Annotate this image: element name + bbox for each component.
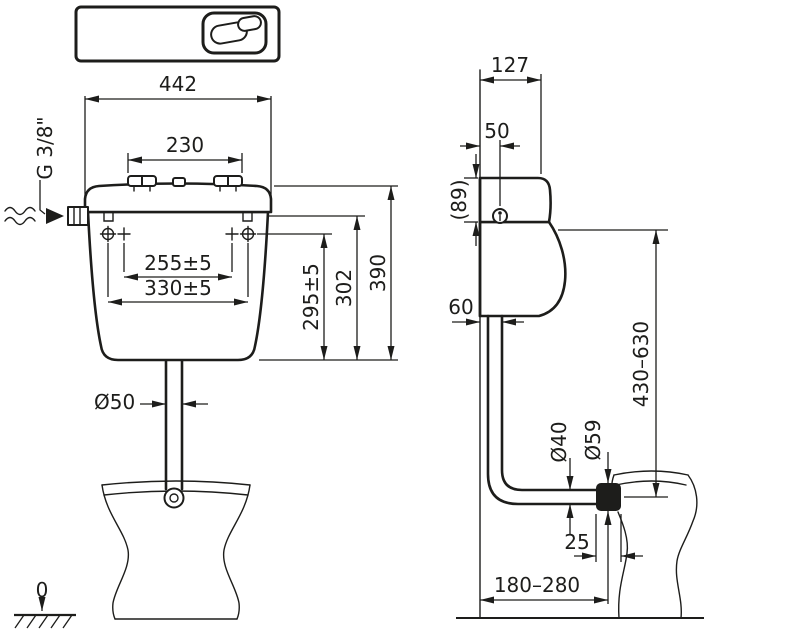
inlet-fitting: [67, 206, 89, 226]
flush-pipe-side: [486, 314, 599, 506]
ground-hatch: [14, 614, 73, 629]
flow-arrow-icon: [46, 208, 64, 224]
ground-zero-symbol: 0: [14, 578, 76, 629]
dim-fixing-height: 295±5: [299, 234, 328, 360]
dim-fixing-inner-label: 255±5: [144, 251, 212, 275]
hanger-hook-right: [242, 212, 253, 222]
toilet-bowl-side: [611, 470, 698, 619]
dim-total-depth: 127: [480, 53, 542, 174]
dim-lid-height-label: (89): [447, 179, 471, 220]
dim-total-width: 442: [84, 72, 272, 196]
dim-total-height-label: 390: [366, 254, 390, 292]
toilet-bowl-front: [101, 480, 251, 620]
dim-total-depth-label: 127: [491, 53, 529, 77]
cistern-body-side: [478, 220, 567, 318]
side-view: 127 50 (89) 60 430–630: [447, 53, 704, 619]
flush-buttons: [127, 175, 243, 192]
dim-outlet-distance-range: 180–280: [480, 573, 608, 604]
cistern-body-front: [86, 210, 270, 362]
dim-inlet-offset-label: 50: [484, 119, 509, 143]
dim-fixing-height-label: 295±5: [299, 263, 323, 331]
fixing-holes: [99, 225, 257, 243]
dim-inlet-thread: G 3/8": [33, 116, 57, 215]
dim-flush-pipe-height-range: 430–630: [558, 229, 668, 498]
hanger-hook-left: [103, 212, 114, 222]
dim-fixing-outer-label: 330±5: [144, 276, 212, 300]
dim-total-height: 390: [366, 186, 395, 360]
dim-outlet-distance-range-label: 180–280: [494, 573, 580, 597]
outlet-connector: [596, 483, 621, 511]
front-view: G 3/8" 442 230 255±5 330±5: [4, 72, 398, 629]
water-supply-symbol: [4, 206, 64, 226]
dim-connector-diameter-label: Ø59: [581, 419, 605, 460]
dim-connector-length: 25: [564, 514, 643, 562]
dim-button-span: 230: [127, 133, 243, 173]
cistern-lid-side: [478, 176, 552, 224]
dim-inlet-offset: 50: [460, 119, 520, 206]
dim-lid-height: (89): [447, 154, 480, 246]
flush-pipe-front: [163, 358, 185, 509]
dual-flush-button-icon: [201, 11, 268, 55]
dim-inlet-height: 302: [332, 216, 361, 360]
dim-total-width-label: 442: [159, 72, 197, 96]
pipe-connector-front: [163, 487, 185, 509]
dim-flush-pipe-height-range-label: 430–630: [629, 321, 653, 407]
logo-box: [74, 5, 281, 63]
dim-flush-pipe-diameter: Ø50: [94, 390, 208, 414]
dim-pipe-diameter: Ø40: [547, 421, 574, 534]
ground-reference-label: 0: [36, 578, 49, 602]
dim-outlet-offset-label: 60: [448, 295, 473, 319]
dim-connector-diameter: Ø59: [581, 419, 612, 604]
inlet-thread-label: G 3/8": [33, 116, 57, 179]
dim-inlet-height-label: 302: [332, 269, 356, 307]
dim-fixing-outer: 330±5: [107, 243, 249, 306]
inlet-valve-icon: [492, 208, 508, 224]
dim-flush-pipe-diameter-label: Ø50: [94, 390, 135, 414]
dim-connector-length-label: 25: [564, 530, 589, 554]
dim-fixing-inner: 255±5: [123, 243, 233, 281]
cistern-lid-front: [83, 182, 273, 214]
dim-outlet-offset: 60: [448, 295, 524, 326]
dim-button-span-label: 230: [166, 133, 204, 157]
dim-pipe-diameter-label: Ø40: [547, 421, 571, 462]
